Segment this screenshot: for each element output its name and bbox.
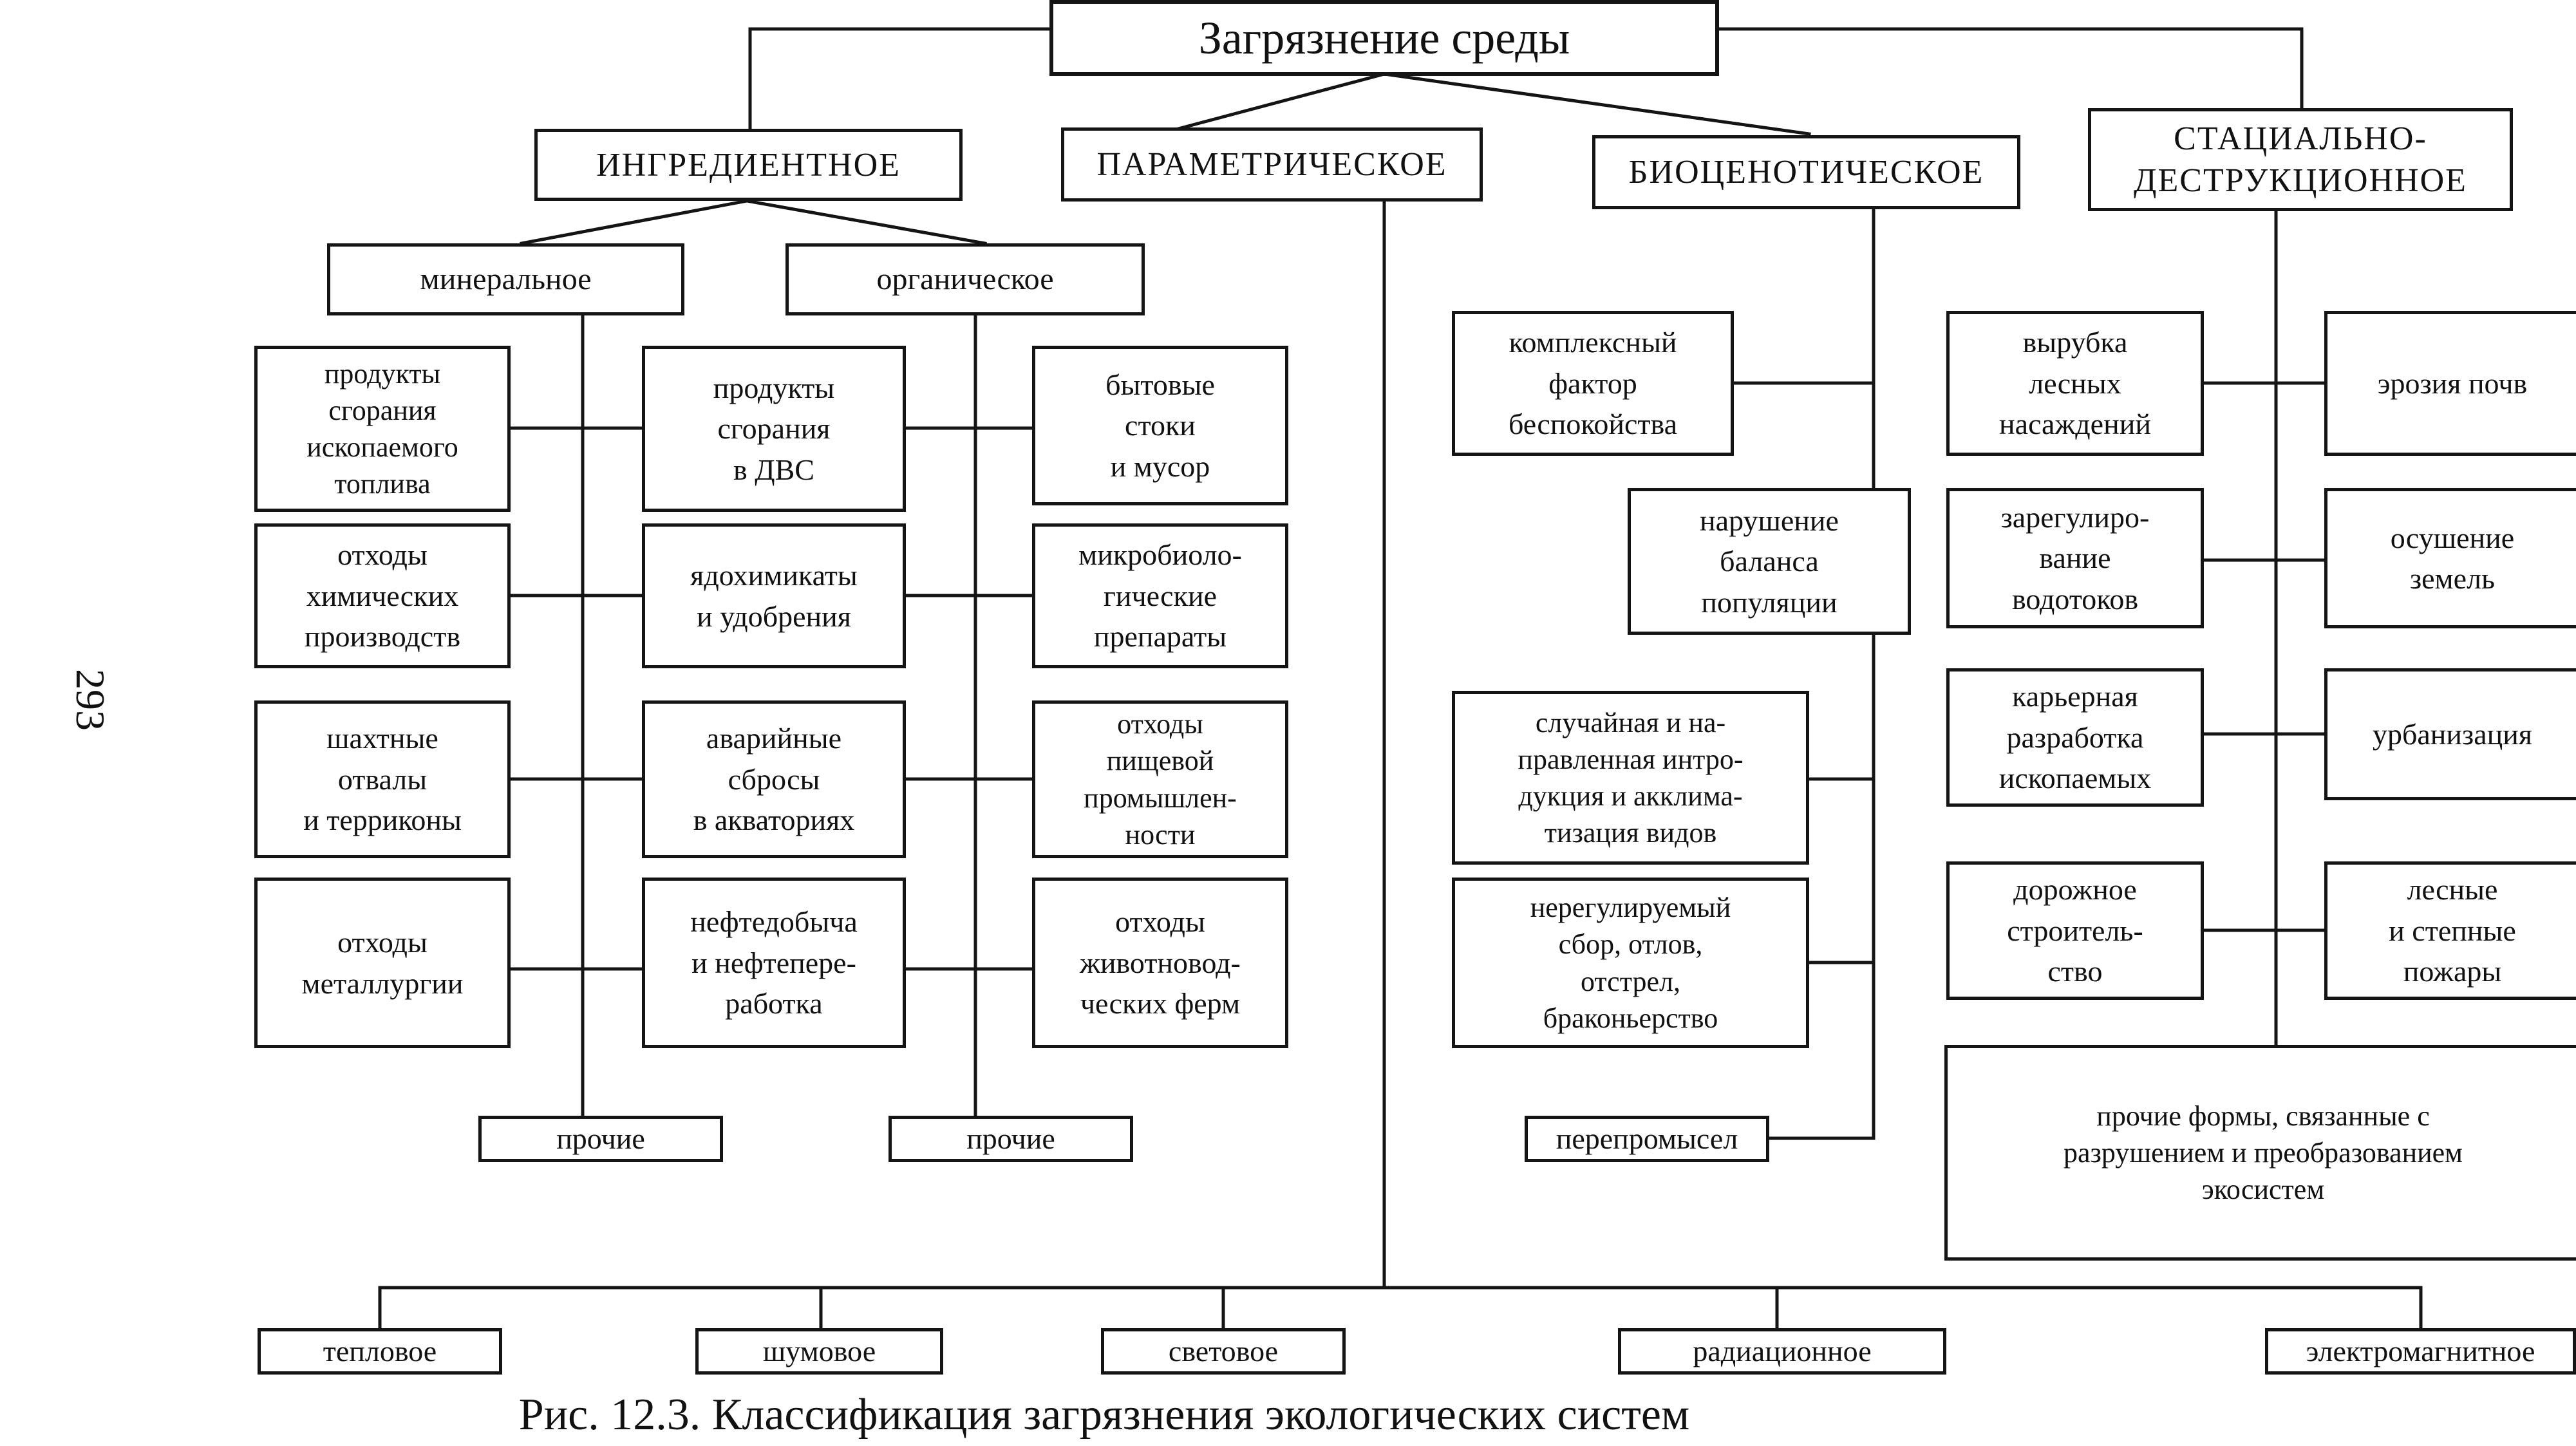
category-biocenotic: БИОЦЕНОТИЧЕСКОЕ [1592,135,2020,209]
connector-ingredient-organic [745,199,987,245]
category-stational: СТАЦИАЛЬНО- ДЕСТРУКЦИОННОЕ [2088,108,2513,211]
organic-outer-item: бытовые стоки и мусор [1032,346,1288,505]
organic-outer-item: отходы пищевой промышлен- ности [1032,700,1288,858]
biocenotic-item: нарушение баланса популяции [1628,488,1911,635]
parametric-item: радиационное [1618,1328,1946,1375]
connector-root-stational [1714,27,2304,113]
category-parametric: ПАРАМЕТРИЧЕСКОЕ [1061,127,1483,202]
stational-other: прочие формы, связанные с разрушением и … [1944,1045,2576,1261]
biocenotic-item: комплексный фактор беспокойства [1452,311,1734,456]
biocenotic-item: нерегулируемый сбор, отлов, отстрел, бра… [1452,878,1809,1048]
organic-other: прочие [888,1116,1133,1162]
mineral-item: отходы металлургии [254,878,511,1048]
parametric-item: электромагнитное [2265,1328,2576,1375]
organic-outer-item: микробиоло- гические препараты [1032,523,1288,668]
stational-right-item: эрозия почв [2324,311,2576,456]
connector-ingredient-mineral [520,199,749,245]
figure-caption: Рис. 12.3. Классификация загрязнения эко… [518,1390,1690,1440]
organic-inner-item: нефтедобыча и нефтепере- работка [642,878,906,1048]
stational-left-item: дорожное строитель- ство [1946,861,2204,1000]
connector-root-parametric [1176,71,1387,131]
parametric-item: шумовое [695,1328,943,1375]
root-node: Загрязнение среды [1049,0,1719,76]
organic-outer-item: отходы животновод- ческих ферм [1032,878,1288,1048]
mineral-item: отходы химических производств [254,523,511,668]
stational-right-item: лесные и степные пожары [2324,861,2576,1000]
parametric-item: световое [1101,1328,1346,1375]
page-number: 293 [68,669,113,731]
stational-right-item: урбанизация [2324,668,2576,800]
organic-inner-item: аварийные сбросы в акваториях [642,700,906,858]
parametric-item: тепловое [258,1328,502,1375]
stational-left-item: вырубка лесных насаждений [1946,311,2204,456]
mineral-item: шахтные отвалы и терриконы [254,700,511,858]
mineral-node: минеральное [327,243,684,315]
organic-inner-item: ядохимикаты и удобрения [642,523,906,668]
mineral-item: продукты сгорания ископаемого топлива [254,346,511,512]
organic-node: органическое [785,243,1145,315]
category-ingredient: ИНГРЕДИЕНТНОЕ [534,129,963,201]
stational-left-item: зарегулиро- вание водотоков [1946,488,2204,628]
connector-root-biocenotic [1382,72,1811,136]
connector-root-ingredient [748,27,1051,134]
biocenotic-item: перепромысел [1525,1116,1769,1162]
organic-inner-item: продукты сгорания в ДВС [642,346,906,512]
mineral-other: прочие [478,1116,723,1162]
stational-right-item: осушение земель [2324,488,2576,628]
stational-left-item: карьерная разработка ископаемых [1946,668,2204,807]
biocenotic-item: случайная и на- правленная интро- дукция… [1452,691,1809,865]
